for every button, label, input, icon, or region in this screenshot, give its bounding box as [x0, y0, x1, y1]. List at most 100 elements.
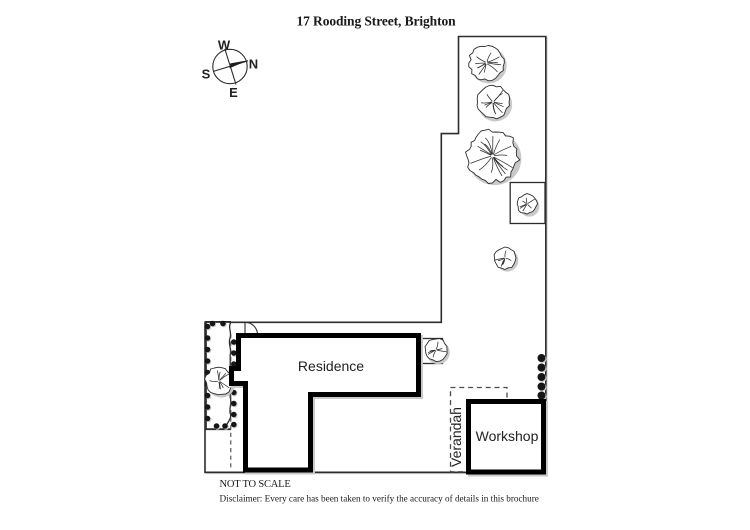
tree-branch [490, 157, 494, 173]
tree-branch [478, 63, 487, 75]
tree-branch [527, 198, 535, 205]
tree-branch [487, 56, 500, 63]
tree-branch [485, 102, 493, 108]
tree-canopy [424, 338, 448, 363]
tree-branch [527, 204, 532, 209]
tree-branch [502, 258, 506, 265]
tree [493, 246, 519, 272]
shrub-dot [231, 350, 237, 356]
tree-branch [504, 250, 507, 258]
shrub-dot [537, 373, 546, 381]
compass-south-label: S [202, 67, 211, 82]
tree-branch [493, 102, 503, 114]
tree-branch [481, 101, 493, 104]
shrub-dot [204, 392, 211, 399]
tree-branch [484, 143, 493, 155]
shrub-dot [231, 421, 237, 428]
tree-branch [493, 146, 512, 156]
shrub-dot [204, 335, 211, 341]
shrub-dot [204, 415, 211, 422]
tree-branch [435, 341, 439, 350]
tree-branch [487, 63, 498, 73]
residence-outline [229, 333, 421, 473]
tree-branch [522, 200, 527, 204]
not-to-scale-note: NOT TO SCALE [220, 479, 291, 490]
tree [476, 84, 513, 122]
compass-west-label: W [218, 38, 231, 53]
tree-branch [436, 348, 443, 351]
shrub-dot [220, 320, 226, 327]
tree-branch [486, 52, 492, 63]
shrub-dot [204, 323, 211, 330]
tree-branch [479, 149, 492, 156]
tree-branch [493, 139, 501, 155]
tree-branch [519, 203, 527, 208]
shrub-dot [204, 358, 211, 364]
tree-branch [485, 137, 493, 155]
trees [204, 45, 540, 398]
tree-branch [493, 89, 504, 102]
tree-branch [429, 349, 436, 352]
tree-branch [480, 141, 492, 156]
tree [465, 128, 522, 186]
tree-branch [477, 63, 486, 69]
tree-branch [492, 157, 503, 177]
tree-branch [522, 204, 528, 212]
tree-canopy [468, 45, 505, 82]
page-title: 17 Rooding Street, Brighton [296, 14, 456, 29]
shrub-dots [204, 320, 546, 429]
shrub-dot [537, 391, 546, 400]
tree-branch [477, 145, 492, 156]
tree-branch [492, 102, 496, 114]
workshop-outline [466, 399, 546, 475]
tree-branch [219, 373, 230, 381]
compass-rose: W N S E [202, 38, 259, 101]
shrub-dot [231, 361, 237, 367]
shrub-dot [537, 382, 546, 391]
tree-canopy [493, 246, 517, 270]
compass-circle [212, 48, 248, 85]
tree-canopy [516, 193, 538, 215]
verandah-label: Verandah [448, 407, 464, 467]
tree-branch [486, 94, 493, 102]
tree-branch [497, 257, 505, 262]
workshop-label: Workshop [476, 428, 539, 444]
tree-branch [493, 157, 506, 175]
shrub-dot [231, 400, 237, 407]
shrub-dot [209, 320, 216, 327]
tree [204, 366, 236, 398]
tree-branch [470, 155, 491, 164]
tree-branch [478, 157, 492, 171]
tree-branch [219, 381, 230, 389]
tree [424, 338, 450, 365]
shrub-dot [222, 423, 228, 429]
tree-branch [494, 257, 505, 261]
tree-branch [219, 381, 224, 388]
tree-canopy [204, 366, 234, 396]
tree-branch [505, 257, 512, 261]
tree-branch [209, 380, 219, 382]
shrub-dot [204, 404, 211, 410]
buildings [229, 333, 546, 475]
shrub-dot [204, 346, 211, 353]
tree-branch [432, 350, 437, 358]
shrub-dot [231, 411, 237, 418]
tree-branch [476, 56, 486, 63]
tree-branch [436, 349, 447, 353]
shrub-dot [213, 423, 220, 429]
tree-branch [487, 62, 502, 66]
shrub-dot [231, 339, 237, 345]
tree-branch [475, 62, 486, 65]
tree-branch [493, 156, 513, 169]
tree-branch [494, 154, 508, 157]
shrub-dot [537, 363, 546, 372]
shrub-dot [537, 354, 546, 362]
tree-branch [218, 381, 221, 390]
tree [468, 45, 507, 84]
tree-branch [493, 101, 504, 108]
tree [516, 193, 540, 217]
compass-north-label: N [249, 57, 258, 72]
tree-branch [218, 371, 221, 381]
